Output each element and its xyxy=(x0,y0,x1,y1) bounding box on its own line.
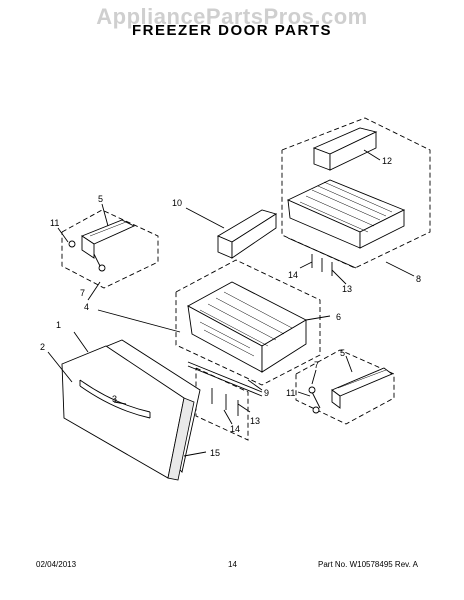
callout-7-right: 7 xyxy=(314,360,319,370)
small-bin-part xyxy=(312,127,378,171)
callout-labels: 1 2 3 4 5 5 6 7 7 8 9 10 11 11 12 13 13 … xyxy=(40,156,421,458)
lower-screws-group xyxy=(195,367,249,441)
callout-1: 1 xyxy=(56,320,61,330)
footer-part-number: Part No. W10578495 Rev. A xyxy=(318,560,418,569)
callout-7-left: 7 xyxy=(80,288,85,298)
callout-14-lower: 14 xyxy=(230,424,240,434)
footer-date: 02/04/2013 xyxy=(36,560,77,569)
upper-basket-part xyxy=(286,179,406,249)
callout-13-upper: 13 xyxy=(342,284,352,294)
watermark: AppliancePartsPros.com xyxy=(96,4,368,29)
callout-11-left: 11 xyxy=(50,218,59,228)
upper-basket-group xyxy=(281,117,431,276)
leader-lines xyxy=(47,149,415,457)
callout-6: 6 xyxy=(336,312,341,322)
callout-2: 2 xyxy=(40,342,45,352)
freezer-door-part xyxy=(61,339,201,481)
freezer-basket-part xyxy=(187,281,307,373)
footer-page-number: 14 xyxy=(228,560,237,569)
callout-15: 15 xyxy=(210,448,220,458)
callout-13-lower: 13 xyxy=(250,416,260,426)
callout-9: 9 xyxy=(264,388,269,398)
callout-10: 10 xyxy=(172,198,182,208)
callout-4: 4 xyxy=(84,302,89,312)
callout-5-left: 5 xyxy=(98,194,103,204)
page-title: FREEZER DOOR PARTS xyxy=(131,22,333,39)
callout-11-right: 11 xyxy=(286,388,295,398)
main-basket-group xyxy=(175,209,321,397)
callout-12: 12 xyxy=(382,156,392,166)
left-rail-group xyxy=(61,209,159,289)
callout-8: 8 xyxy=(416,274,421,284)
callout-3: 3 xyxy=(112,394,117,404)
callout-5-right: 5 xyxy=(340,348,345,358)
ice-container-part xyxy=(217,209,278,259)
right-rail-group xyxy=(295,349,395,425)
callout-14-upper: 14 xyxy=(288,270,298,280)
